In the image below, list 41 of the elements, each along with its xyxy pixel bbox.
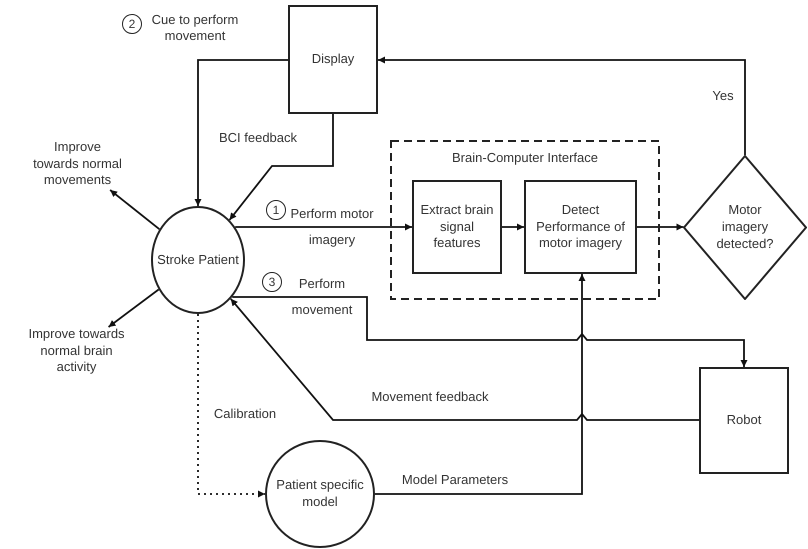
edge-label: Perform movement [290, 275, 354, 319]
arrow [232, 296, 748, 367]
arrow [637, 224, 684, 230]
process-box [524, 180, 637, 274]
edge-label: Cue to perform movement [150, 12, 240, 44]
decision-diamond [683, 155, 807, 300]
dashed-group-box [390, 140, 660, 300]
ellipse-node [265, 440, 375, 548]
node-label: Display [310, 51, 356, 68]
arrow [378, 56, 746, 155]
node-label: Detect Performance of motor imagery [535, 202, 626, 252]
arrow [228, 114, 334, 220]
node-label: Extract brain signal features [420, 202, 494, 252]
edge-label: Calibration [212, 406, 278, 422]
ellipse-node [151, 206, 245, 314]
node-label: Improve towards normal brain activity [27, 326, 126, 376]
node-label: Improve towards normal movements [32, 138, 123, 190]
edge-label: Model Parameters [400, 472, 510, 488]
callout-number: 2 [122, 14, 142, 34]
edge-label: Movement feedback [370, 389, 490, 406]
arrow [375, 274, 586, 495]
callout-number: 3 [262, 272, 282, 292]
callout-number: 1 [266, 200, 286, 220]
arrow [502, 224, 524, 230]
arrow [194, 59, 288, 206]
process-box [288, 5, 378, 114]
edge-label: BCI feedback [218, 130, 298, 146]
node-label: Robot [726, 412, 762, 429]
arrow [197, 314, 265, 498]
node-label: Motor imagery detected? [715, 202, 775, 253]
process-box [699, 367, 789, 474]
arrow [110, 189, 160, 230]
arrow [235, 224, 412, 230]
group-heading: Brain-Computer Interface [451, 150, 599, 167]
node-label: Stroke Patient [156, 252, 240, 268]
arrow [230, 298, 699, 421]
edge-label: Perform motor imagery [289, 205, 375, 249]
node-label: Patient specific model [275, 477, 365, 511]
process-box [412, 180, 502, 274]
edge-label: Yes [711, 88, 735, 104]
arrow [108, 288, 160, 328]
